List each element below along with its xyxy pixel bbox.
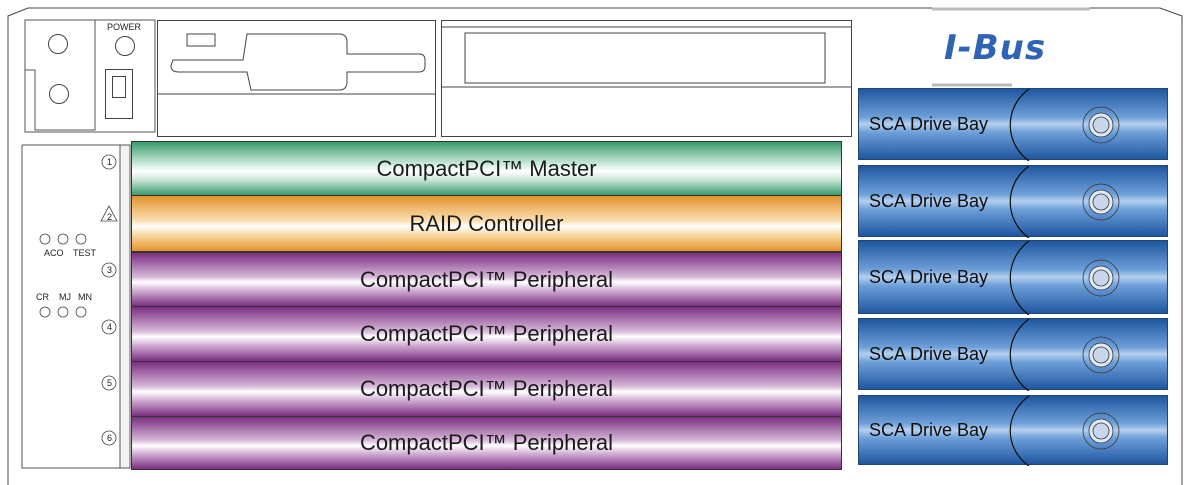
drive-bay-label: SCA Drive Bay: [869, 344, 989, 364]
drive-bay-handle-icon: [1009, 319, 1120, 391]
optical-drive: [441, 20, 852, 137]
pci-card-peripheral-6: CompactPCI™ Peripheral: [131, 416, 842, 470]
floppy-drive: [157, 20, 436, 137]
led-label-mj: MJ: [59, 292, 71, 302]
pci-card-label: CompactPCI™ Peripheral: [359, 266, 614, 292]
drive-bay-label: SCA Drive Bay: [869, 191, 989, 211]
drive-bay-handle-icon: [1009, 241, 1120, 315]
drive-bay-label: SCA Drive Bay: [869, 420, 989, 440]
drive-bay-handle-icon: [1009, 89, 1120, 161]
control-panel: [21, 19, 156, 469]
power-switch-toggle: [112, 76, 126, 98]
power-switch[interactable]: [105, 69, 133, 119]
slot-number-badges: [100, 154, 118, 446]
slot-number-2: 2: [107, 212, 113, 222]
slot-number-3: 3: [107, 265, 113, 275]
led-label-mn: MN: [78, 292, 92, 302]
slot-number-5: 5: [107, 378, 113, 388]
drive-bay-1[interactable]: SCA Drive Bay: [858, 88, 1168, 161]
led-label-cr: CR: [36, 292, 49, 302]
drive-bay-label: SCA Drive Bay: [869, 267, 989, 287]
status-leds: [39, 233, 87, 318]
pci-card-raid-2: RAID Controller: [131, 195, 842, 252]
pci-card-peripheral-4: CompactPCI™ Peripheral: [131, 306, 842, 362]
led-label-test: TEST: [73, 248, 97, 258]
slot-number-6: 6: [107, 433, 113, 443]
drive-bay-5[interactable]: SCA Drive Bay: [858, 395, 1168, 466]
pci-card-label: RAID Controller: [409, 210, 564, 236]
pci-card-label: CompactPCI™ Peripheral: [359, 321, 614, 346]
brand-logo: I-Bus: [944, 28, 1047, 68]
slot-number-4: 4: [107, 322, 113, 332]
drive-bay-3[interactable]: SCA Drive Bay: [858, 240, 1168, 315]
pci-card-master-1: CompactPCI™ Master: [131, 141, 842, 196]
reset-button[interactable]: [48, 34, 68, 54]
drive-bay-handle-icon: [1009, 396, 1120, 466]
pci-card-label: CompactPCI™ Master: [376, 155, 597, 181]
slot-number-1: 1: [107, 157, 113, 167]
power-button[interactable]: [115, 36, 135, 56]
led-label-aco: ACO: [44, 248, 64, 258]
pci-card-label: CompactPCI™ Peripheral: [359, 430, 614, 455]
pci-card-peripheral-3: CompactPCI™ Peripheral: [131, 252, 842, 307]
drive-bay-4[interactable]: SCA Drive Bay: [858, 318, 1168, 391]
power-label: POWER: [107, 22, 142, 32]
pci-card-peripheral-5: CompactPCI™ Peripheral: [131, 361, 842, 417]
lower-round-button[interactable]: [49, 84, 69, 104]
drive-bay-2[interactable]: SCA Drive Bay: [858, 165, 1168, 238]
drive-bay-label: SCA Drive Bay: [869, 114, 989, 134]
drive-bay-handle-icon: [1009, 166, 1120, 238]
pci-card-label: CompactPCI™ Peripheral: [359, 376, 614, 401]
